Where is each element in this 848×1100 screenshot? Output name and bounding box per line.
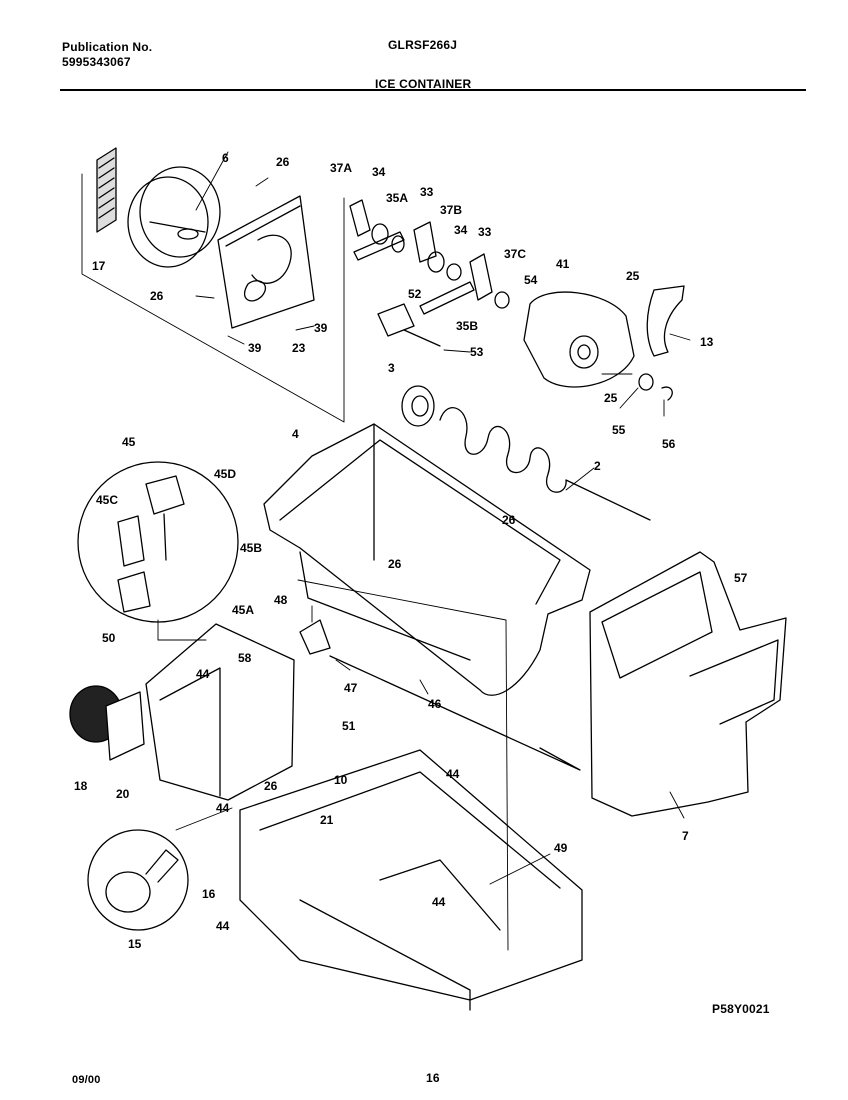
callout-26: 26 [276,155,290,169]
callout-17: 17 [92,259,106,273]
callout-33: 33 [478,225,492,239]
callout-18: 18 [74,779,88,793]
callout-55: 55 [612,423,626,437]
callout-35a: 35A [386,191,408,205]
callout-52: 52 [408,287,422,301]
callout-26: 26 [388,557,402,571]
callout-39: 39 [248,341,262,355]
callout-56: 56 [662,437,676,451]
callout-35b: 35B [456,319,478,333]
callout-34: 34 [454,223,468,237]
bracket-part [646,285,685,357]
callout-6: 6 [222,151,229,165]
grille-part [96,147,117,233]
callout-37b: 37B [440,203,462,217]
callout-44: 44 [432,895,446,909]
control-box-part [145,623,295,801]
callout-2: 2 [594,459,601,473]
motor-housing-part [523,291,635,388]
rod-part [329,655,581,771]
callout-44: 44 [216,801,230,815]
washer-part [638,373,654,391]
callout-45c: 45C [96,493,118,507]
gear-assembly-part [349,199,510,315]
callout-44: 44 [196,667,210,681]
inset-solenoid-detail [77,461,239,623]
callout-33: 33 [420,185,434,199]
callout-44: 44 [216,919,230,933]
callout-25: 25 [626,269,640,283]
publication-label: Publication No. [62,40,153,54]
callout-26: 26 [150,289,164,303]
callout-39: 39 [314,321,328,335]
callout-51: 51 [342,719,356,733]
header-rule [60,89,806,91]
callout-25: 25 [604,391,618,405]
callout-49: 49 [554,841,568,855]
callout-4: 4 [292,427,299,441]
callout-16: 16 [202,887,216,901]
callout-45b: 45B [240,541,262,555]
section-title: ICE CONTAINER [375,77,472,91]
footer-date: 09/00 [72,1074,101,1086]
callout-20: 20 [116,787,130,801]
base-tray-part [239,749,583,1011]
callout-48: 48 [274,593,288,607]
callout-44: 44 [446,767,460,781]
callout-41: 41 [556,257,570,271]
callout-26: 26 [502,513,516,527]
callout-53: 53 [470,345,484,359]
callout-3: 3 [388,361,395,375]
callout-45: 45 [122,435,136,449]
clip-part [661,386,673,401]
ice-bucket-part [263,423,591,696]
callout-45a: 45A [232,603,254,617]
page-number: 16 [426,1071,440,1085]
callout-37c: 37C [504,247,526,261]
callout-7: 7 [682,829,689,843]
callout-46: 46 [428,697,442,711]
drive-motor-part [69,685,145,761]
callout-50: 50 [102,631,116,645]
callout-13: 13 [700,335,714,349]
auger-drum-part [127,166,221,268]
callout-23: 23 [292,341,306,355]
callout-21: 21 [320,813,334,827]
callout-57: 57 [734,571,748,585]
callout-58: 58 [238,651,252,665]
publication-number: 5995343067 [62,55,131,69]
callout-34: 34 [372,165,386,179]
callout-26: 26 [264,779,278,793]
figure-code: P58Y0021 [712,1002,770,1016]
model-number: GLRSF266J [388,38,458,52]
callout-37a: 37A [330,161,352,175]
callout-15: 15 [128,937,142,951]
inset-lamp-detail [87,829,189,931]
switch-bracket-part [299,619,331,655]
callout-10: 10 [334,773,348,787]
callout-54: 54 [524,273,538,287]
callout-45d: 45D [214,467,236,481]
callout-47: 47 [344,681,358,695]
chute-cover-part [589,551,787,817]
mounting-plate-part [217,195,315,329]
auger-coil-part [401,385,651,521]
solenoid-part [377,303,441,347]
